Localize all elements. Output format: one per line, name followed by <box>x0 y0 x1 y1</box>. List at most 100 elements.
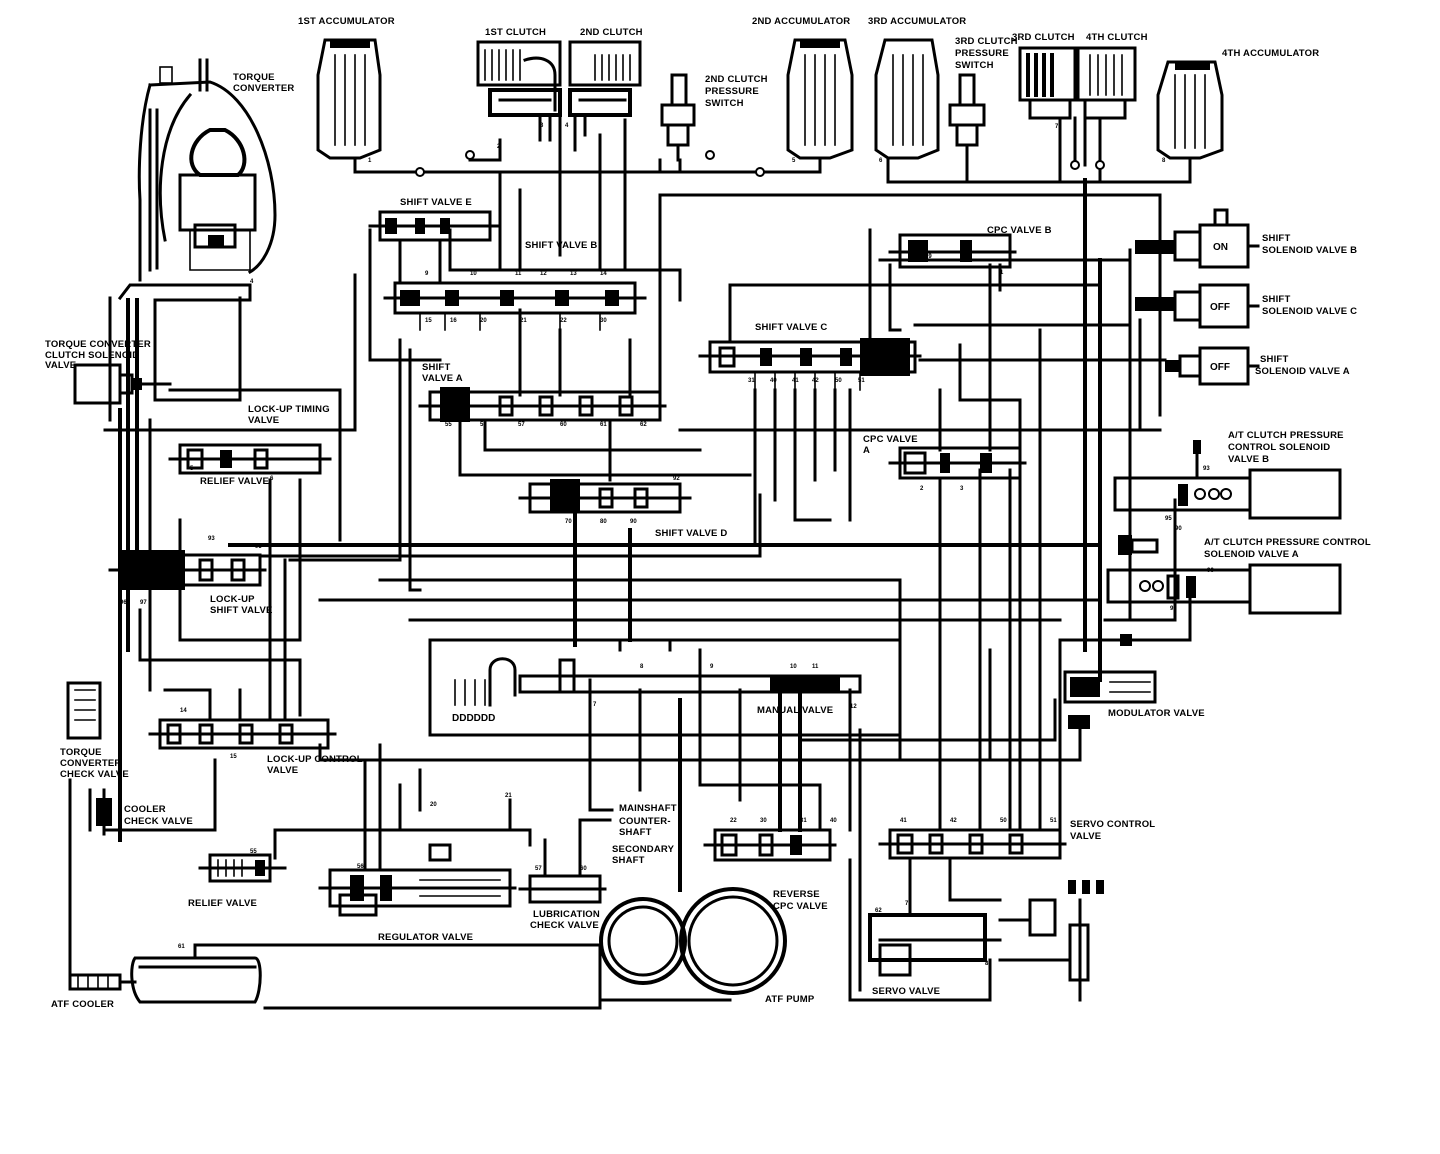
port-number: 13 <box>570 271 577 277</box>
port-number: 56 <box>357 864 364 870</box>
shift-valve-e-label: SHIFT VALVE E <box>400 197 472 208</box>
port-number: 10 <box>790 664 797 670</box>
cooler-check-valve-label-1: COOLER <box>124 804 166 815</box>
shift-solenoid-b-label-1: SHIFT <box>1262 233 1290 244</box>
torque-converter-check-valve-label: TORQUE CONVERTER CHECK VALVE <box>60 747 129 780</box>
fourth-accumulator <box>1156 60 1224 160</box>
countershaft-label-2: SHAFT <box>619 827 652 838</box>
port-number: 22 <box>560 318 567 324</box>
lubrication-check-valve <box>518 874 607 904</box>
fourth-accumulator-label: 4TH ACCUMULATOR <box>1222 48 1319 59</box>
countershaft-label: COUNTER- SHAFT <box>619 816 671 838</box>
port-number: 14 <box>600 271 607 277</box>
third-clutch-pressure-switch <box>948 73 986 184</box>
prnd-indicator: DDDDDD <box>452 713 495 724</box>
atf-cooler-label: ATF COOLER <box>51 999 114 1010</box>
port-number: 1 <box>368 158 372 164</box>
third-clutch-pressure-switch-label-3: SWITCH <box>955 60 994 71</box>
port-number: 30 <box>600 318 607 324</box>
second-clutch-pressure-switch-label-1: 2ND CLUTCH <box>705 74 768 85</box>
port-number: 4 <box>565 123 569 129</box>
tc-check-valve-label-1: TORQUE <box>60 747 102 758</box>
shift-solenoid-c-label-2: SOLENOID VALVE C <box>1262 306 1357 317</box>
port-number: 95 <box>255 544 262 550</box>
port-number: 9 <box>710 664 714 670</box>
tcc-solenoid-label: TORQUE CONVERTER CLUTCH SOLENOID VALVE <box>45 339 151 371</box>
port-number: 97 <box>140 600 147 606</box>
lockup-timing-valve <box>168 443 332 475</box>
servo-valve-label: SERVO VALVE <box>872 986 940 997</box>
port-number: 42 <box>950 818 957 824</box>
atf-pump <box>599 887 787 995</box>
port-number: 20 <box>480 318 487 324</box>
shift-valve-a <box>418 387 667 422</box>
port-number: 3 <box>540 123 544 129</box>
shift-valve-a-label-1: SHIFT <box>422 362 450 373</box>
shift-valve-c-label: SHIFT VALVE C <box>755 322 827 333</box>
shift-valve-e <box>368 210 502 282</box>
port-number: 8 <box>640 664 644 670</box>
port-number: 96 <box>1207 568 1214 574</box>
lockup-control-valve-label-2: VALVE <box>267 765 298 776</box>
port-number: 7 <box>1055 124 1059 130</box>
port-number: 15 <box>425 318 432 324</box>
shift-valve-a-label: SHIFT VALVE A <box>422 362 463 384</box>
servo-control-valve-label-1: SERVO CONTROL <box>1070 819 1155 830</box>
port-number: 60 <box>560 422 567 428</box>
atf-cooler <box>68 956 262 1004</box>
port-number: 95 <box>1165 516 1172 522</box>
third-clutch-pressure-switch-label: 3RD CLUTCH PRESSURE SWITCH <box>955 36 1018 71</box>
lockup-control-valve-label-1: LOCK-UP CONTROL <box>267 754 363 765</box>
lubrication-check-valve-label-1: LUBRICATION <box>533 909 600 920</box>
second-accumulator <box>786 38 854 160</box>
port-number: 14 <box>180 708 187 714</box>
solenoid-c-state: OFF <box>1210 302 1230 313</box>
shift-solenoid-valve-b-label: SHIFT SOLENOID VALVE B <box>1262 233 1357 256</box>
torque-converter-label-line-2: CONVERTER <box>233 83 294 94</box>
lockup-timing-valve-label-1: LOCK-UP TIMING <box>248 404 330 415</box>
shift-solenoid-valve-b: ON <box>1135 208 1260 269</box>
atclutch-pressure-solenoid-a <box>1106 535 1342 615</box>
servo-control-valve-label-2: VALVE <box>1070 831 1101 842</box>
shift-solenoid-a-label-2: SOLENOID VALVE A <box>1255 366 1350 377</box>
torque-converter <box>137 58 277 282</box>
shift-valve-d <box>518 479 692 514</box>
lockup-timing-valve-label-2: VALVE <box>248 415 279 426</box>
port-number: 21 <box>505 793 512 799</box>
shift-solenoid-c-label-1: SHIFT <box>1262 294 1290 305</box>
third-accumulator <box>874 38 940 160</box>
tc-check-valve-label-2: CONVERTER <box>60 758 121 769</box>
second-clutch-label: 2ND CLUTCH <box>580 27 643 38</box>
cpc-valve-b-label: CPC VALVE B <box>987 225 1052 236</box>
port-number: 80 <box>600 519 607 525</box>
port-number: 93 <box>1203 466 1210 472</box>
port-number: 57 <box>518 422 525 428</box>
third-clutch-pressure-switch-label-2: PRESSURE <box>955 48 1009 59</box>
reverse-cpc-valve-label: REVERSE CPC VALVE <box>773 889 828 912</box>
port-number: 22 <box>730 818 737 824</box>
atclutch-pressure-solenoid-a-label: A/T CLUTCH PRESSURE CONTROL SOLENOID VAL… <box>1204 537 1371 560</box>
cooler-check-valve-label-2: CHECK VALVE <box>124 816 193 827</box>
secondary-shaft-label-1: SECONDARY <box>612 844 675 855</box>
reverse-cpc-valve-label-2: CPC VALVE <box>773 901 828 912</box>
port-number: 31 <box>800 818 807 824</box>
port-number: 40 <box>830 818 837 824</box>
port-number: 51 <box>1050 818 1057 824</box>
manual-valve: DDDDDD <box>428 638 902 737</box>
mainshaft-label: MAINSHAFT <box>619 803 677 814</box>
first-clutch <box>476 40 562 142</box>
shift-solenoid-valve-c: OFF <box>1135 283 1260 329</box>
first-accumulator-label: 1ST ACCUMULATOR <box>298 16 395 27</box>
port-number: 96 <box>120 600 127 606</box>
modulator-valve-label: MODULATOR VALVE <box>1108 708 1205 719</box>
cooler-check-valve-label: COOLER CHECK VALVE <box>124 804 193 827</box>
atclutch-b-label-1: A/T CLUTCH PRESSURE <box>1228 430 1344 441</box>
atclutch-b-label-3: VALVE B <box>1228 454 1269 465</box>
port-number: 61 <box>178 944 185 950</box>
port-number: 30 <box>760 818 767 824</box>
reverse-cpc-valve-label-1: REVERSE <box>773 889 820 900</box>
port-number: 92 <box>673 476 680 482</box>
port-number: 11 <box>812 664 819 670</box>
cpc-valve-a-label-1: CPC VALVE <box>863 434 918 445</box>
lockup-shift-valve <box>108 550 267 590</box>
